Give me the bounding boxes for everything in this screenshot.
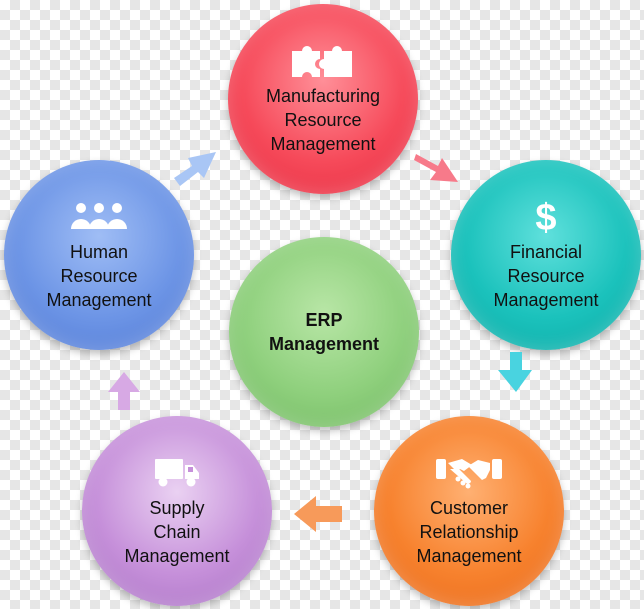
arrow-financial-to-customer [498, 352, 532, 392]
node-label: Manufacturing Resource Management [265, 86, 381, 154]
node-manufacturing-resource-management: Manufacturing Resource Management [228, 4, 418, 194]
node-financial-resource-management: $ Financial Resource Management [451, 160, 641, 350]
dollar-icon: $ [531, 197, 561, 235]
svg-text:$: $ [535, 197, 556, 235]
node-label: Customer Relationship Management [416, 498, 522, 566]
node-erp-management: ERP Management [229, 237, 419, 427]
node-human-resource-management: Human Resource Management [4, 160, 194, 350]
arrow-customer-to-supply [294, 496, 342, 532]
handshake-icon [436, 454, 502, 490]
truck-icon [153, 454, 201, 490]
arrow-human-to-manufacturing [174, 152, 216, 186]
node-customer-relationship-management: Customer Relationship Management [374, 416, 564, 606]
people-icon [69, 198, 129, 234]
puzzle-icon [290, 42, 356, 78]
node-label: ERP Management [268, 310, 380, 354]
node-supply-chain-management: Supply Chain Management [82, 416, 272, 606]
arrow-supply-to-human [108, 372, 140, 410]
arrow-manufacturing-to-financial [414, 154, 458, 182]
node-label: Supply Chain Management [124, 498, 230, 566]
node-label: Human Resource Management [46, 242, 152, 310]
node-label: Financial Resource Management [493, 242, 599, 310]
